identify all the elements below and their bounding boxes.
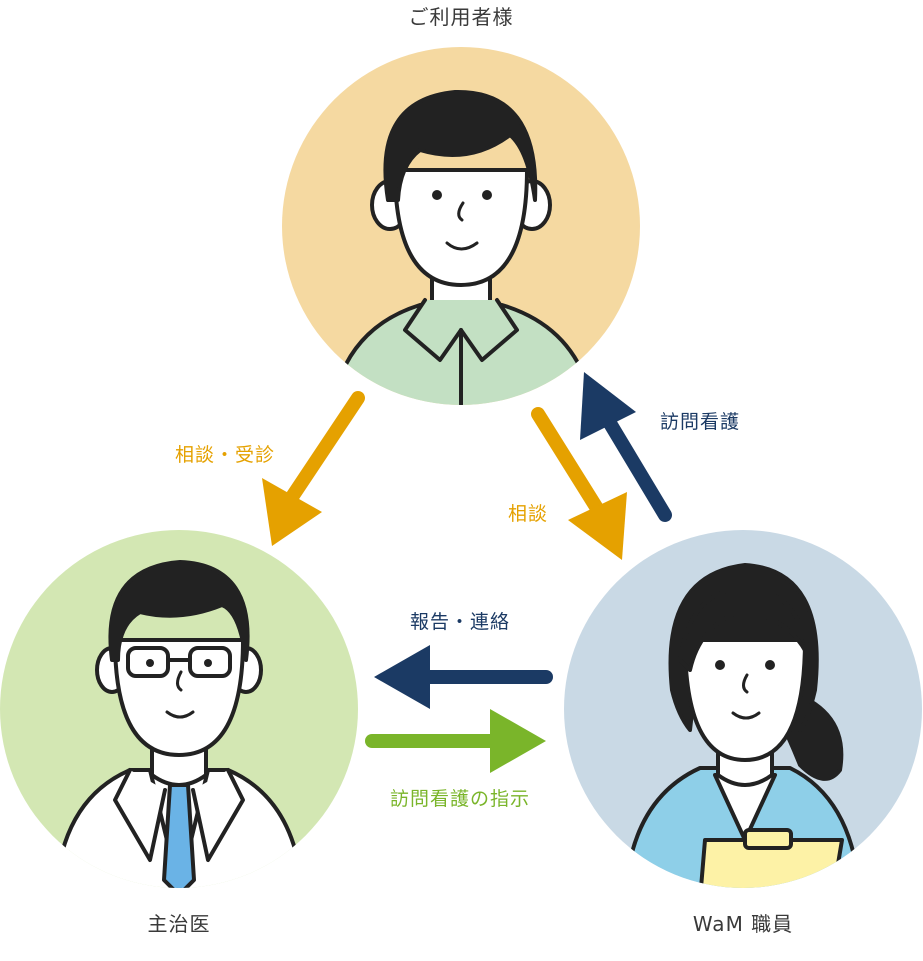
edge-label-user-to-staff: 相談: [507, 503, 549, 525]
user-node-label: ご利用者様: [408, 5, 514, 29]
staff-node-label: WaM 職員: [692, 912, 794, 936]
edge-label-staff-to-doctor: 報告・連絡: [409, 611, 511, 633]
arrow-doctor-to-staff: [365, 709, 546, 773]
arrow-staff-to-doctor: [374, 645, 553, 709]
doctor-with-glasses-icon: [53, 560, 305, 888]
edge-label-doctor-to-staff: 訪問看護の指示: [389, 788, 531, 810]
edge-label-staff-to-user: 訪問看護: [659, 411, 741, 433]
arrow-staff-to-user: [580, 372, 672, 522]
female-staff-with-clipboard-icon: [623, 563, 862, 888]
edges: [262, 372, 672, 773]
staff-node: [564, 530, 922, 888]
doctor-node-label: 主治医: [147, 912, 211, 936]
arrow-user-to-doctor: [262, 391, 365, 546]
arrow-user-to-staff: [531, 407, 627, 560]
doctor-node: [0, 530, 358, 888]
user-node: [282, 47, 640, 405]
young-man-avatar-icon: [328, 89, 597, 405]
edge-label-user-to-doctor: 相談・受診: [174, 444, 276, 466]
